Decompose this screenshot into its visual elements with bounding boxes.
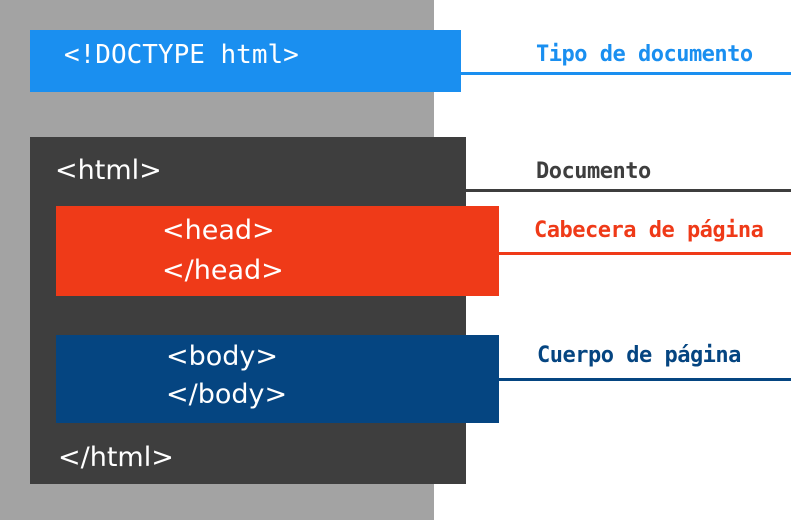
doctype-block xyxy=(30,30,461,92)
doctype-code: <!DOCTYPE html> xyxy=(64,40,299,70)
html-label: Documento xyxy=(536,159,651,184)
html-block xyxy=(30,137,466,484)
head-leader-line xyxy=(499,252,791,255)
head-label: Cabecera de página xyxy=(534,218,764,243)
body-leader-line xyxy=(499,378,791,381)
html-close-tag: </html> xyxy=(58,442,174,473)
body-block xyxy=(56,335,499,423)
html-leader-line xyxy=(466,189,791,192)
head-close-tag: </head> xyxy=(162,255,284,286)
body-label: Cuerpo de página xyxy=(537,343,741,368)
head-block xyxy=(56,206,499,296)
html-open-tag: <html> xyxy=(55,155,162,186)
head-open-tag: <head> xyxy=(162,215,275,246)
body-close-tag: </body> xyxy=(166,379,288,410)
body-open-tag: <body> xyxy=(166,341,279,372)
doctype-label: Tipo de documento xyxy=(536,42,753,67)
doctype-leader-line xyxy=(461,72,791,75)
